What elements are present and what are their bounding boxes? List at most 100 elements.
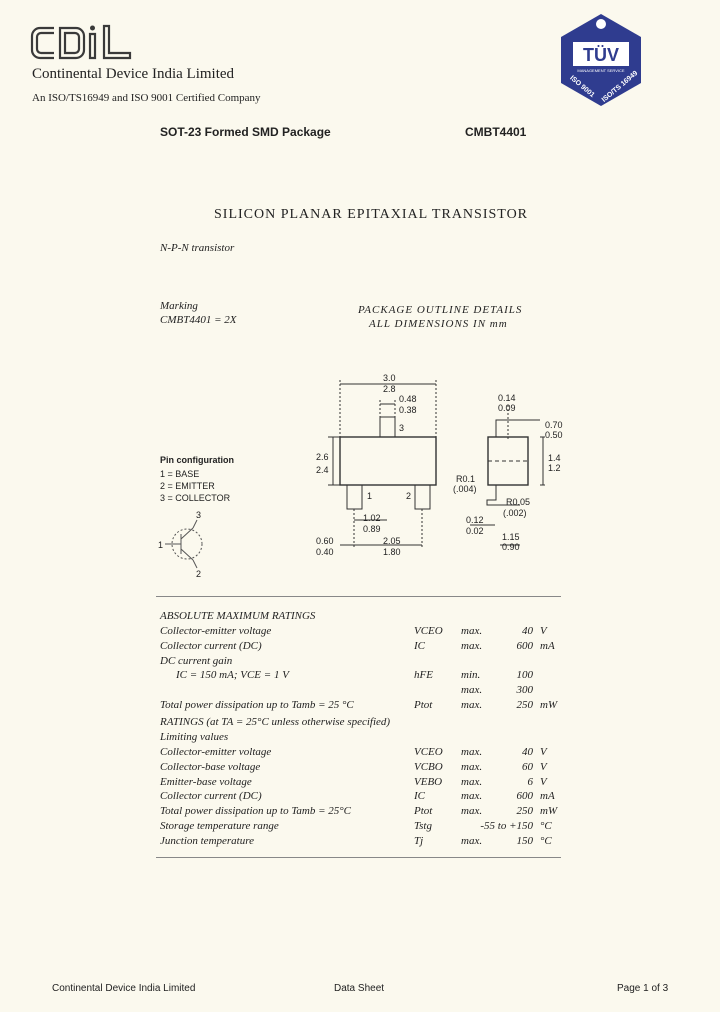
rating-row-7-value: 150 <box>516 834 534 847</box>
rating-row-2-param: Collector-base voltage <box>160 760 261 773</box>
badge-brand: TÜV <box>583 45 619 65</box>
section-divider-bottom <box>156 857 561 858</box>
rating-row-5-unit: mW <box>540 805 558 818</box>
part-number: CMBT4401 <box>465 125 527 139</box>
abs-row-6-symbol: Ptot <box>414 699 433 711</box>
symbol-label-1: 1 <box>158 540 163 550</box>
package-body-top-view <box>339 436 437 486</box>
document-title: SILICON PLANAR EPITAXIAL TRANSISTOR <box>214 207 529 222</box>
symbol-label-2: 2 <box>196 569 201 579</box>
rating-row-5-value: 250 <box>516 805 534 818</box>
dim-span-min: 1.80 <box>383 547 401 557</box>
rating-row-5-symbol: Ptot <box>414 805 433 818</box>
marking-label: Marking <box>160 300 198 312</box>
footer-company: Continental Device India Limited <box>52 983 196 994</box>
dim-radius-1-inch: (.004) <box>453 484 477 494</box>
dim-height-min: 2.4 <box>316 465 329 475</box>
dim-h1-min: 0.50 <box>545 430 563 440</box>
dim-foot-max: 0.12 <box>466 515 484 525</box>
rating-row-3-unit: V <box>540 775 547 788</box>
rating-row-3-symbol: VEBO <box>414 775 443 788</box>
abs-max-heading: ABSOLUTE MAXIMUM RATINGS <box>160 610 316 622</box>
dim-height-max: 2.6 <box>316 452 329 462</box>
dim-lead-max: 0.48 <box>399 394 417 404</box>
certification-text: An ISO/TS16949 and ISO 9001 Certified Co… <box>32 92 261 104</box>
dim-radius-2: R0.05 <box>506 497 530 507</box>
lead-1 <box>346 484 363 510</box>
pin-item-2: 2 = EMITTER <box>160 481 215 491</box>
rating-row-7-param: Junction temperature <box>160 834 254 847</box>
rating-row-6-value: -55 to +150 <box>480 820 533 832</box>
dim-base-max: 1.15 <box>502 532 520 542</box>
symbol-label-3: 3 <box>196 510 201 520</box>
abs-row-2-param: Collector current (DC) <box>160 639 262 652</box>
dim-pitch-min: 0.89 <box>363 524 381 534</box>
rating-row-7-symbol: Tj <box>414 834 424 847</box>
abs-row-4-param: IC = 150 mA; VCE = 1 V <box>176 669 289 682</box>
rating-row-1-symbol: VCEO <box>414 746 443 758</box>
abs-row-1-param: Collector-emitter voltage <box>160 625 272 637</box>
dim-top-max: 3.0 <box>383 373 396 383</box>
company-logo <box>28 22 138 69</box>
abs-row-1-symbol: VCEO <box>414 625 443 637</box>
dim-body-min: 1.2 <box>548 463 561 473</box>
rating-row-5-qualifier: max. <box>461 805 483 818</box>
dim-foot-min: 0.02 <box>466 526 484 536</box>
rating-row-1-qualifier: max. <box>461 746 483 758</box>
rating-row-4-value: 600 <box>516 790 534 803</box>
rating-row-4-symbol: IC <box>414 790 425 803</box>
dim-body-max: 1.4 <box>548 453 561 463</box>
section-divider <box>156 596 561 597</box>
rating-row-4-param: Collector current (DC) <box>160 790 262 803</box>
abs-row-5-qualifier: max. <box>461 684 483 697</box>
rating-row-2-unit: V <box>540 760 547 773</box>
abs-row-4-value: 100 <box>516 669 534 682</box>
ratings-heading: RATINGS (at TA = 25°C unless otherwise s… <box>160 716 391 728</box>
rating-row-7-qualifier: max. <box>461 834 483 847</box>
badge-sub: MANAGEMENT SERVICE <box>577 68 625 73</box>
pin-item-1: 1 = BASE <box>160 469 200 479</box>
tuv-certification-badge: TÜV MANAGEMENT SERVICE ISO 9001 ISO/TS 1… <box>553 12 649 113</box>
abs-row-6-value: 250 <box>516 699 534 711</box>
rating-row-7-unit: °C <box>540 834 552 847</box>
dim-lead-min: 0.38 <box>399 405 417 415</box>
package-name: SOT-23 Formed SMD Package <box>160 125 331 139</box>
dim-base-min: 0.90 <box>502 542 520 552</box>
rating-row-1-unit: V <box>540 746 547 758</box>
dim-leadpos-max: 0.60 <box>316 536 334 546</box>
dim-pitch-max: 1.02 <box>363 513 381 523</box>
rating-row-4-qualifier: max. <box>461 790 483 803</box>
company-name: Continental Device India Limited <box>32 66 235 82</box>
marking-value: CMBT4401 = 2X <box>160 314 237 326</box>
dim-radius-2-inch: (.002) <box>503 508 527 518</box>
dim-h1-max: 0.70 <box>545 420 563 430</box>
dim-t-min: 0.09 <box>498 403 516 413</box>
rating-row-5-param: Total power dissipation up to Tamb = 25°… <box>160 805 352 818</box>
rating-row-6-symbol: Tstg <box>414 820 432 832</box>
ratings-subheading: Limiting values <box>160 731 229 743</box>
rating-row-3-qualifier: max. <box>461 775 483 788</box>
abs-row-4-symbol: hFE <box>414 669 433 682</box>
rating-row-3-param: Emitter-base voltage <box>160 775 252 788</box>
abs-row-5-value: 300 <box>516 684 534 697</box>
lead-3 <box>379 416 396 438</box>
dim-leadpos-min: 0.40 <box>316 547 334 557</box>
rating-row-2-symbol: VCBO <box>414 760 443 773</box>
rating-row-2-value: 60 <box>522 760 533 773</box>
dim-top-min: 2.8 <box>383 384 396 394</box>
package-outline-drawing: 3.0 2.8 0.48 0.38 2.6 2.4 3 1 2 1.02 0.8… <box>316 373 563 557</box>
dim-radius-1: R0.1 <box>456 474 475 484</box>
footer-page-number: Page 1 of 3 <box>617 983 669 994</box>
pin-label-2: 2 <box>406 491 411 501</box>
abs-row-2-value: 600 <box>516 639 534 652</box>
rating-row-2-qualifier: max. <box>461 760 483 773</box>
rating-row-6-unit: °C <box>540 820 552 832</box>
footer-doc-type: Data Sheet <box>334 983 385 994</box>
dim-t-max: 0.14 <box>498 393 516 403</box>
abs-row-6-unit: mW <box>540 699 558 711</box>
pin-item-3: 3 = COLLECTOR <box>160 493 231 503</box>
abs-row-1-unit: V <box>540 625 547 637</box>
lead-2 <box>414 484 431 510</box>
abs-row-3-param: DC current gain <box>160 654 233 667</box>
abs-row-6-qualifier: max. <box>461 699 483 711</box>
